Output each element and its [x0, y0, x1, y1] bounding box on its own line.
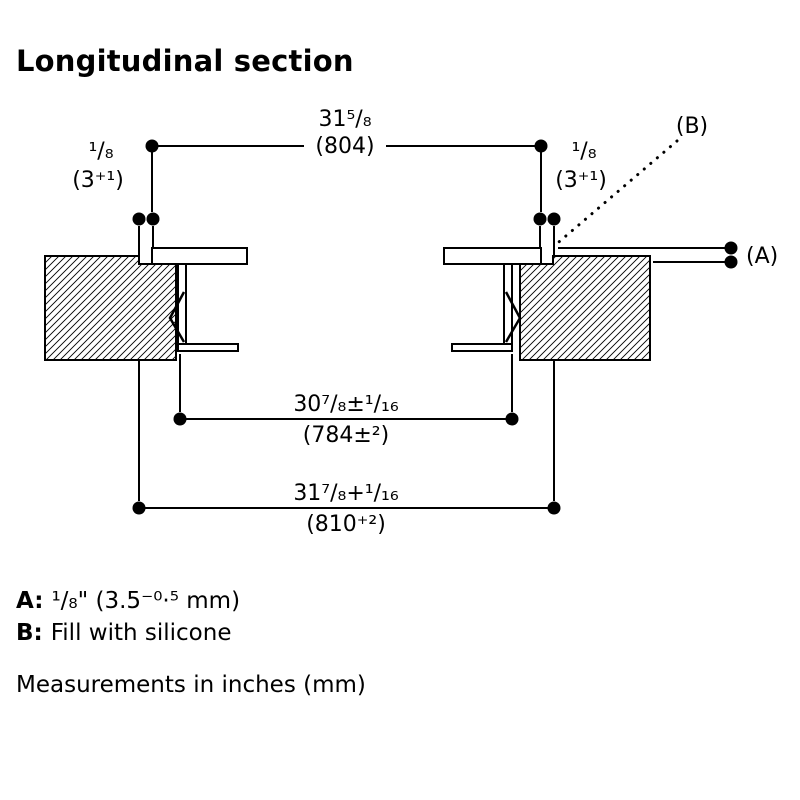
gap-right-mm: (3⁺¹): [555, 168, 607, 193]
callout-b-leader: [551, 139, 679, 249]
dim-bottom-dot-right: [547, 501, 561, 515]
dim-bottom-dot-left: [132, 501, 146, 515]
dim-mid-mm: (784±²): [303, 423, 389, 448]
legend-b-key: B:: [16, 620, 43, 646]
page-title: Longitudinal section: [16, 44, 354, 78]
left-pair-dot-outer: [132, 212, 146, 226]
dim-mid-inches: 30⁷/₈±¹/₁₆: [293, 392, 399, 417]
dim-top-inches: 31⁵/₈: [318, 107, 371, 132]
measurement-note: Measurements in inches (mm): [16, 672, 366, 698]
gap-left-mm: (3⁺¹): [72, 168, 124, 193]
section-diagram: 31⁵/₈ (804) ¹/₈ (3⁺¹) ¹/₈ (3⁺¹) (B) (A) …: [44, 107, 778, 537]
dim-bottom-inches: 31⁷/₈+¹/₁₆: [293, 481, 399, 506]
left-pair-dot-inner: [146, 212, 160, 226]
callout-a-dot-lower: [724, 255, 738, 269]
callout-a-label: (A): [746, 244, 778, 269]
left-counter-block: [44, 255, 177, 361]
callout-b-label: (B): [676, 114, 708, 139]
left-spring-clip: [168, 291, 186, 343]
right-counter-block: [519, 255, 651, 361]
legend-a-value: ¹/₈" (3.5⁻⁰·⁵ mm): [51, 588, 241, 614]
legend-row-a: A: ¹/₈" (3.5⁻⁰·⁵ mm): [16, 588, 240, 614]
legend-row-b: B: Fill with silicone: [16, 620, 231, 646]
legend-b-value: Fill with silicone: [50, 620, 232, 646]
dim-mid-dot-right: [505, 412, 519, 426]
dim-bottom-mm: (810⁺²): [306, 512, 386, 537]
gap-right-inches: ¹/₈: [571, 139, 596, 164]
callout-a-dot-upper: [724, 241, 738, 255]
right-pair-dot-outer: [547, 212, 561, 226]
right-cooktop-flange: [443, 247, 542, 265]
left-cooktop-foot: [177, 343, 239, 352]
left-cooktop-flange: [151, 247, 248, 265]
gap-left-inches: ¹/₈: [88, 139, 113, 164]
dim-top-mm: (804): [315, 134, 374, 159]
right-cooktop-foot: [451, 343, 513, 352]
right-pair-dot-inner: [533, 212, 547, 226]
dim-mid-dot-left: [173, 412, 187, 426]
right-spring-clip: [504, 291, 522, 343]
legend-a-key: A:: [16, 588, 44, 614]
